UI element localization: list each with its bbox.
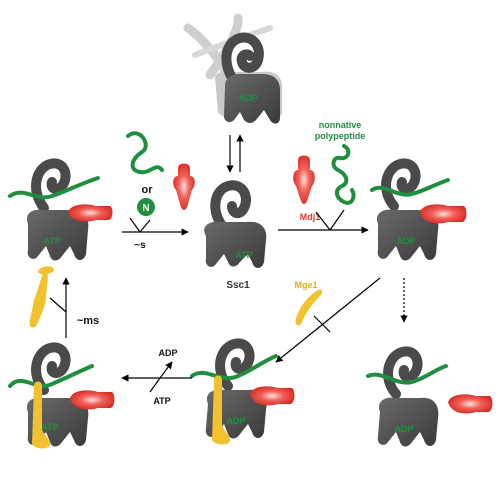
substrate-bottom-left [8, 364, 94, 388]
nucleotide-label-left: ATP [43, 236, 60, 246]
nonnative-label-1: nonnative [319, 120, 362, 130]
mdj1-label: Mdj1 [300, 212, 321, 222]
substrate-right [370, 178, 450, 197]
ssc1-atp-left-state: ATP [8, 158, 113, 261]
mdj1-left [68, 204, 113, 222]
lid-bottom-center [215, 338, 255, 391]
mdj1-released [448, 394, 493, 414]
nbd-top [224, 73, 280, 124]
mdj1-bottom-center [250, 386, 295, 406]
ssc1-adp-mge1-bottom-center-state: ADP [190, 338, 295, 445]
atp-binding-label: ATP [153, 396, 170, 406]
rate-ms-label: ~ms [77, 315, 99, 327]
substrate-bottom-right [366, 364, 448, 385]
arrow-right-to-bottom-center [275, 277, 381, 363]
mdj1-right [420, 204, 467, 224]
lid-bottom-left [31, 342, 71, 395]
lid-top [221, 32, 264, 83]
substrate-bottom-center [190, 354, 278, 380]
nonnative-polypeptide [331, 144, 356, 205]
nonnative-and-mdj1-input: nonnative polypeptide Mdj1 [293, 120, 365, 222]
nbd-left [26, 209, 89, 261]
free-substrates-left: or N [126, 131, 195, 216]
mge1-label: Mge1 [294, 280, 317, 290]
lid-center [210, 180, 251, 233]
mge1-input: Mge1 [275, 277, 381, 363]
mge1-released-cap [38, 266, 54, 275]
ssc1-adp-bottom-right-state: ADP [366, 346, 493, 447]
mdj1-free-right [293, 155, 315, 204]
ssc1-atp-mge1-bottom-left-state: ATP [8, 342, 115, 449]
mge1-bound-center [212, 375, 230, 445]
lid-left [31, 158, 71, 213]
lid-bottom-right [383, 346, 423, 399]
ssc1-adp-top-state: ADP [183, 13, 282, 124]
mge1-bound-left [32, 381, 50, 449]
nbd-right [376, 209, 439, 261]
mge1-join-line [313, 315, 331, 333]
nonnative-label-2: polypeptide [315, 131, 366, 141]
ssc1-label: Ssc1 [226, 280, 250, 291]
mge1-free [295, 289, 323, 326]
nucleotide-label-bottom-left: ATP [41, 422, 58, 432]
arrow-nucleotide-exchange: ADP ATP [121, 348, 192, 406]
ssc1-adp-right-state: ADP [370, 158, 467, 261]
rate-s-label: ~s [134, 240, 146, 251]
n-badge-circle [137, 198, 155, 216]
mdj1-free-left [173, 163, 195, 210]
nbd-center [204, 221, 267, 268]
lid-right [381, 158, 421, 211]
nbd-bottom-right [377, 397, 439, 447]
nucleotide-label-top: ADP [238, 93, 257, 103]
adp-release-label: ADP [158, 348, 177, 358]
or-label: or [142, 184, 154, 196]
equilibrium-arrows [226, 134, 244, 173]
free-polypeptide [126, 131, 164, 175]
nucleotide-label-bottom-center: ADP [226, 416, 245, 426]
nucleotide-label-center: ATP [235, 250, 252, 260]
mge1-released [29, 273, 48, 328]
ssc1-atp-center-state: ATP Ssc1 [204, 180, 267, 291]
substrate-left [8, 176, 100, 200]
n-badge-label: N [142, 203, 149, 214]
nucleotide-label-bottom-right: ADP [394, 424, 413, 434]
arrow-up-ms: ~ms [29, 266, 99, 338]
nucleotide-label-right: ADP [396, 236, 415, 246]
arrow-to-center-s: ~s [122, 217, 189, 251]
arrow-center-to-right [278, 209, 369, 234]
mdj1-bottom-left [70, 390, 115, 410]
